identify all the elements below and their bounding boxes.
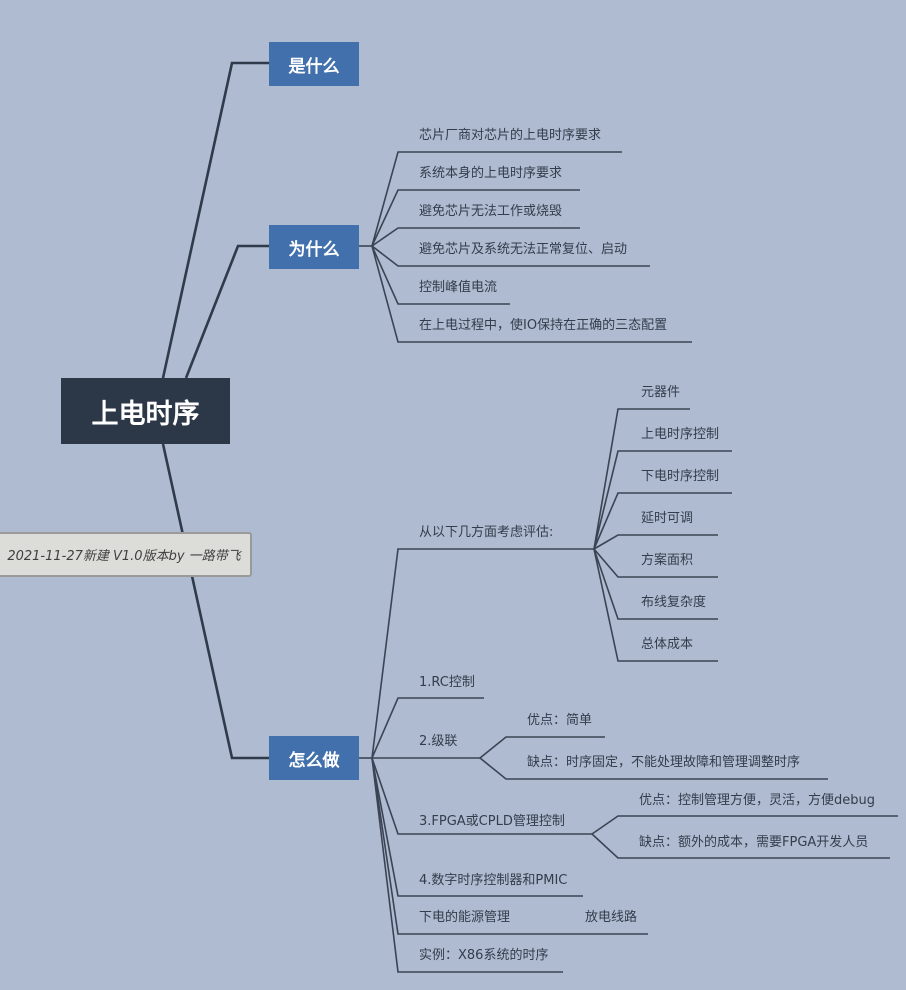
- evaluate-item-1[interactable]: 元器件: [641, 385, 681, 400]
- branch-why[interactable]: 为什么: [269, 225, 359, 269]
- branch-what[interactable]: 是什么: [269, 42, 359, 86]
- evaluate-item-7[interactable]: 总体成本: [641, 637, 694, 652]
- how-digital-pmic[interactable]: 4.数字时序控制器和PMIC: [419, 873, 568, 888]
- power-down-discharge[interactable]: 放电线路: [585, 910, 638, 925]
- evaluate-item-2[interactable]: 上电时序控制: [641, 427, 720, 442]
- how-power-down[interactable]: 下电的能源管理: [419, 910, 511, 925]
- how-example-x86[interactable]: 实例：X86系统的时序: [419, 948, 549, 963]
- why-item-2[interactable]: 系统本身的上电时序要求: [419, 166, 563, 181]
- how-rc-control[interactable]: 1.RC控制: [419, 675, 475, 690]
- version-note-text: 2021-11-27新建 V1.0版本by 一路带飞: [7, 549, 241, 564]
- how-fpga-cpld[interactable]: 3.FPGA或CPLD管理控制: [419, 814, 565, 829]
- how-evaluate[interactable]: 从以下几方面考虑评估:: [419, 525, 554, 540]
- fpga-con[interactable]: 缺点：额外的成本，需要FPGA开发人员: [639, 835, 869, 850]
- cascade-con[interactable]: 缺点：时序固定，不能处理故障和管理调整时序: [527, 755, 801, 770]
- branch-how[interactable]: 怎么做: [269, 736, 359, 780]
- evaluate-item-5[interactable]: 方案面积: [641, 553, 694, 568]
- why-item-4[interactable]: 避免芯片及系统无法正常复位、启动: [419, 242, 628, 257]
- why-item-3[interactable]: 避免芯片无法工作或烧毁: [419, 204, 563, 219]
- why-item-5[interactable]: 控制峰值电流: [419, 280, 498, 295]
- root-topic[interactable]: 上电时序: [61, 378, 230, 444]
- evaluate-item-3[interactable]: 下电时序控制: [641, 469, 720, 484]
- cascade-pro[interactable]: 优点：简单: [527, 713, 593, 728]
- evaluate-item-6[interactable]: 布线复杂度: [641, 595, 707, 610]
- how-cascade[interactable]: 2.级联: [419, 734, 458, 749]
- evaluate-item-4[interactable]: 延时可调: [641, 511, 694, 526]
- why-item-1[interactable]: 芯片厂商对芯片的上电时序要求: [419, 128, 602, 143]
- why-item-6[interactable]: 在上电过程中，使IO保持在正确的三态配置: [419, 318, 668, 333]
- version-note[interactable]: 2021-11-27新建 V1.0版本by 一路带飞: [0, 532, 252, 577]
- fpga-pro[interactable]: 优点：控制管理方便，灵活，方便debug: [639, 793, 875, 808]
